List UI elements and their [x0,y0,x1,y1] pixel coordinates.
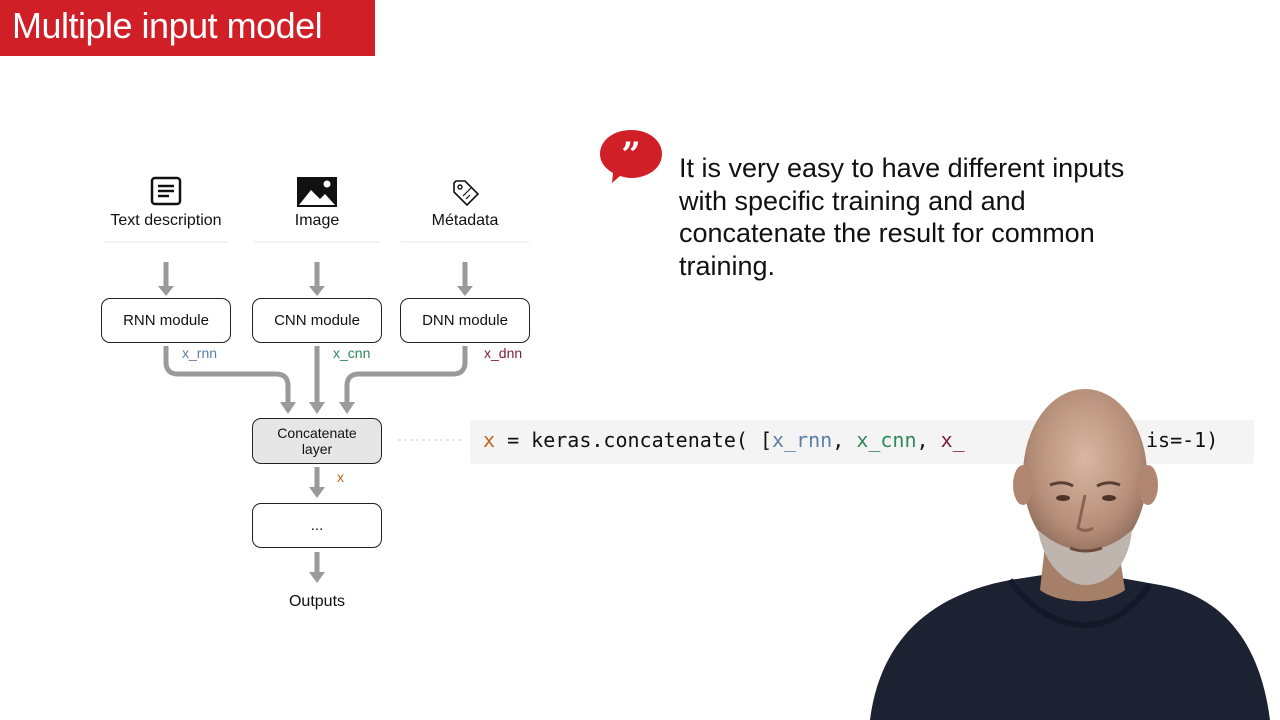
code-arg-rnn: x_rnn [772,428,833,452]
next-layer-box: ... [252,503,382,548]
arrowhead-next [309,487,325,498]
quote-text: It is very easy to have different inputs… [679,153,1125,281]
title-banner: Multiple input model [0,0,375,56]
concatenate-line2: layer [301,441,333,457]
presenter-video [870,389,1270,720]
arrow-dnn-to-concat [344,346,468,404]
code-call: = keras.concatenate( [ [495,428,772,452]
outputs-label: Outputs [288,593,346,610]
arrowhead-dnn [457,286,473,296]
arrowhead-concat-mid [309,402,325,414]
cnn-module-box: CNN module [252,298,382,343]
var-x-cnn: x_cnn [333,345,371,361]
slide-title: Multiple input model [12,5,323,46]
var-x-dnn: x_dnn [484,345,523,361]
arrow-rnn-to-concat [163,346,291,404]
arrowhead-concat-right [339,402,355,414]
arrowhead-rnn [158,286,174,296]
var-x-rnn: x_rnn [182,345,218,361]
code-tail: is=-1) [1146,428,1219,452]
input-label-text: Text description [110,212,222,229]
image-icon [297,177,337,207]
dnn-module-box: DNN module [400,298,530,343]
arrowhead-outputs [309,572,325,583]
input-label-image: Image [294,212,340,229]
code-line: x = keras.concatenate( [x_rnn, x_cnn, x_ [483,428,965,452]
arrowhead-concat-left [280,402,296,414]
arrowhead-cnn [309,286,325,296]
rnn-module-box: RNN module [101,298,231,343]
code-var-x: x [483,428,496,452]
quote-icon: ” [600,130,662,183]
concatenate-line1: Concatenate [277,425,357,441]
concatenate-layer-box: Concatenate layer [252,418,382,464]
document-icon [150,176,182,206]
svg-text:”: ” [621,135,641,175]
input-label-metadata: Métadata [431,212,499,229]
code-arg-cnn: x_cnn [856,428,917,452]
code-arg-dnn: x_ [940,428,965,452]
var-x: x [337,469,344,485]
tag-icon [453,180,480,207]
